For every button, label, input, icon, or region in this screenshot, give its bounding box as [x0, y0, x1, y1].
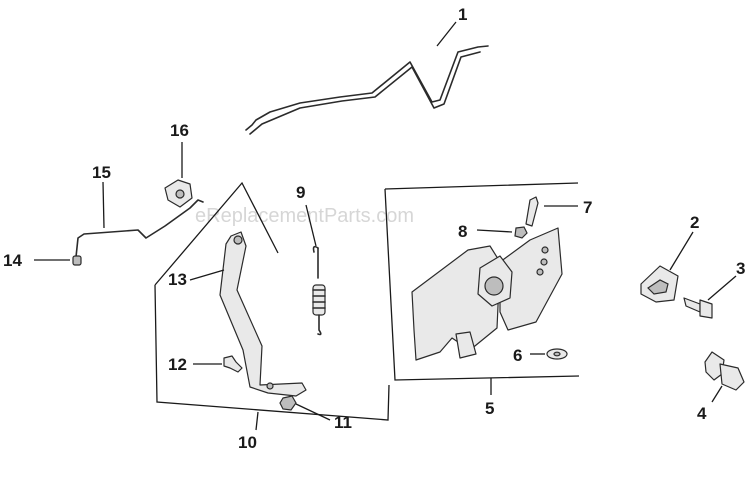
part-14-nut — [72, 255, 82, 266]
svg-text:3: 3 — [736, 259, 745, 278]
group-10-frame — [154, 181, 390, 421]
callout-10[interactable]: 10 — [238, 411, 259, 452]
part-15-rod — [75, 199, 204, 258]
svg-text:4: 4 — [697, 404, 707, 423]
callout-2[interactable]: 2 — [669, 213, 699, 271]
part-12-screw — [223, 355, 243, 373]
svg-text:5: 5 — [485, 399, 494, 418]
part-1-rod — [245, 45, 489, 135]
svg-text:7: 7 — [583, 198, 592, 217]
part-2-bracket — [640, 265, 679, 303]
svg-text:15: 15 — [92, 163, 111, 182]
part-16-clip — [164, 179, 193, 208]
group-5-frame — [384, 182, 580, 381]
part-7-bolt — [525, 196, 539, 227]
part-8-nut — [514, 226, 528, 239]
watermark: eReplacementParts.com — [195, 205, 414, 227]
callout-6[interactable]: 6 — [513, 346, 545, 365]
callout-5[interactable]: 5 — [485, 378, 494, 418]
callout-7[interactable]: 7 — [544, 198, 592, 217]
part-11-nut — [279, 395, 297, 411]
svg-text:9: 9 — [296, 183, 305, 202]
callout-14[interactable]: 14 — [3, 251, 70, 270]
callout-16[interactable]: 16 — [170, 121, 189, 178]
svg-text:14: 14 — [3, 251, 22, 270]
part-9-spring — [312, 245, 326, 336]
svg-text:10: 10 — [238, 433, 257, 452]
part-13-lever — [219, 231, 307, 397]
callout-13[interactable]: 13 — [168, 269, 225, 289]
svg-text:13: 13 — [168, 270, 187, 289]
part-6-washer — [546, 348, 568, 360]
svg-text:6: 6 — [513, 346, 522, 365]
callout-1[interactable]: 1 — [436, 5, 467, 47]
svg-text:8: 8 — [458, 222, 467, 241]
part-3-bolt — [683, 297, 713, 319]
callout-11[interactable]: 11 — [295, 403, 352, 432]
callout-12[interactable]: 12 — [168, 355, 222, 374]
svg-text:11: 11 — [334, 413, 352, 432]
svg-text:12: 12 — [168, 355, 187, 374]
svg-text:1: 1 — [458, 5, 467, 24]
callout-9[interactable]: 9 — [296, 183, 317, 247]
callout-15[interactable]: 15 — [92, 163, 111, 229]
callout-3[interactable]: 3 — [707, 259, 745, 301]
svg-text:2: 2 — [690, 213, 699, 232]
part-5-bracket — [411, 227, 563, 361]
callout-4[interactable]: 4 — [697, 385, 723, 423]
svg-text:16: 16 — [170, 121, 189, 140]
callout-8[interactable]: 8 — [458, 222, 513, 241]
part-4-bolt — [704, 351, 745, 391]
